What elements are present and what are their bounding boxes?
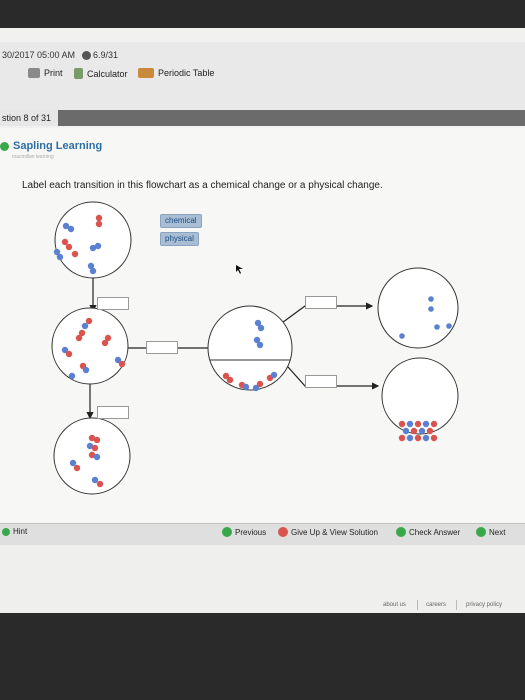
container-6: [381, 357, 459, 435]
molecules-container-3: [69, 434, 104, 488]
next-icon: [476, 527, 486, 537]
periodic-table-button[interactable]: Periodic Table: [138, 68, 214, 78]
label-target-1-to-2[interactable]: [97, 297, 129, 310]
print-label: Print: [44, 68, 63, 78]
label-target-2-to-4[interactable]: [146, 341, 178, 354]
next-button[interactable]: Next: [476, 527, 505, 537]
print-button[interactable]: Print: [28, 68, 63, 78]
brand-name: Sapling Learning: [13, 140, 103, 152]
flowchart-diagram: [51, 201, 459, 495]
calculator-label: Calculator: [87, 68, 128, 79]
question-bar: stion 8 of 31: [0, 110, 525, 126]
page-footer: about us careers privacy policy: [0, 545, 525, 613]
browser-screen: 30/2017 05:00 AM 6.9/31 Print Calculator…: [0, 28, 525, 613]
container-1: [54, 201, 132, 279]
container-4: [207, 305, 293, 391]
hint-button[interactable]: Hint: [2, 527, 27, 536]
periodic-table-label: Periodic Table: [158, 68, 215, 78]
label-chip-chemical[interactable]: chemical: [160, 214, 202, 228]
question-prompt: Label each transition in this flowchart …: [22, 180, 383, 191]
give-up-label: Give Up & View Solution: [291, 527, 379, 537]
printer-icon: [28, 68, 40, 78]
molecules-container-1: [53, 214, 103, 275]
question-counter[interactable]: stion 8 of 31: [0, 110, 58, 126]
footer-link-about[interactable]: about us: [383, 602, 407, 608]
calculator-button[interactable]: Calculator: [74, 68, 128, 79]
footer-separator: [456, 600, 457, 610]
footer-separator: [417, 600, 418, 610]
check-label: Check Answer: [409, 527, 461, 537]
molecules-container-6: [398, 420, 438, 442]
brand: Sapling Learning: [0, 140, 102, 152]
give-up-icon: [278, 527, 288, 537]
periodic-table-icon: [138, 68, 154, 78]
previous-label: Previous: [235, 527, 267, 537]
navigation-bar: Hint Previous Give Up & View Solution Ch…: [0, 523, 525, 546]
previous-icon: [222, 527, 232, 537]
container-2: [51, 307, 129, 385]
molecules-container-5: [399, 296, 452, 339]
label-target-4-to-5[interactable]: [305, 296, 337, 309]
hint-label: Hint: [13, 527, 28, 536]
brand-tagline: macmillan learning: [12, 154, 54, 160]
footer-link-careers[interactable]: careers: [426, 602, 447, 608]
label-chip-physical[interactable]: physical: [160, 232, 199, 246]
arrow-4-to-5: [274, 302, 374, 329]
previous-button[interactable]: Previous: [222, 527, 266, 537]
score-display: 6.9/31: [82, 50, 118, 60]
give-up-button[interactable]: Give Up & View Solution: [278, 527, 378, 537]
question-panel: Sapling Learning macmillan learning Labe…: [0, 128, 525, 523]
score-text: 6.9/31: [93, 50, 119, 60]
mouse-cursor-icon: [236, 265, 243, 274]
label-target-4-to-6[interactable]: [305, 375, 337, 388]
sapling-logo-icon: [0, 141, 9, 151]
check-icon: [396, 527, 406, 537]
molecules-container-2: [61, 317, 126, 380]
toolbar: 30/2017 05:00 AM 6.9/31 Print Calculator…: [0, 42, 525, 113]
score-icon: [82, 50, 91, 60]
label-target-2-to-3[interactable]: [97, 406, 129, 419]
datetime: 30/2017 05:00 AM: [2, 50, 76, 60]
next-label: Next: [489, 527, 506, 537]
molecules-container-4: [222, 319, 278, 392]
container-5: [377, 267, 459, 349]
footer-link-privacy[interactable]: privacy policy: [466, 602, 503, 608]
check-answer-button[interactable]: Check Answer: [396, 527, 460, 537]
calculator-icon: [74, 68, 83, 79]
hint-icon: [2, 527, 10, 536]
